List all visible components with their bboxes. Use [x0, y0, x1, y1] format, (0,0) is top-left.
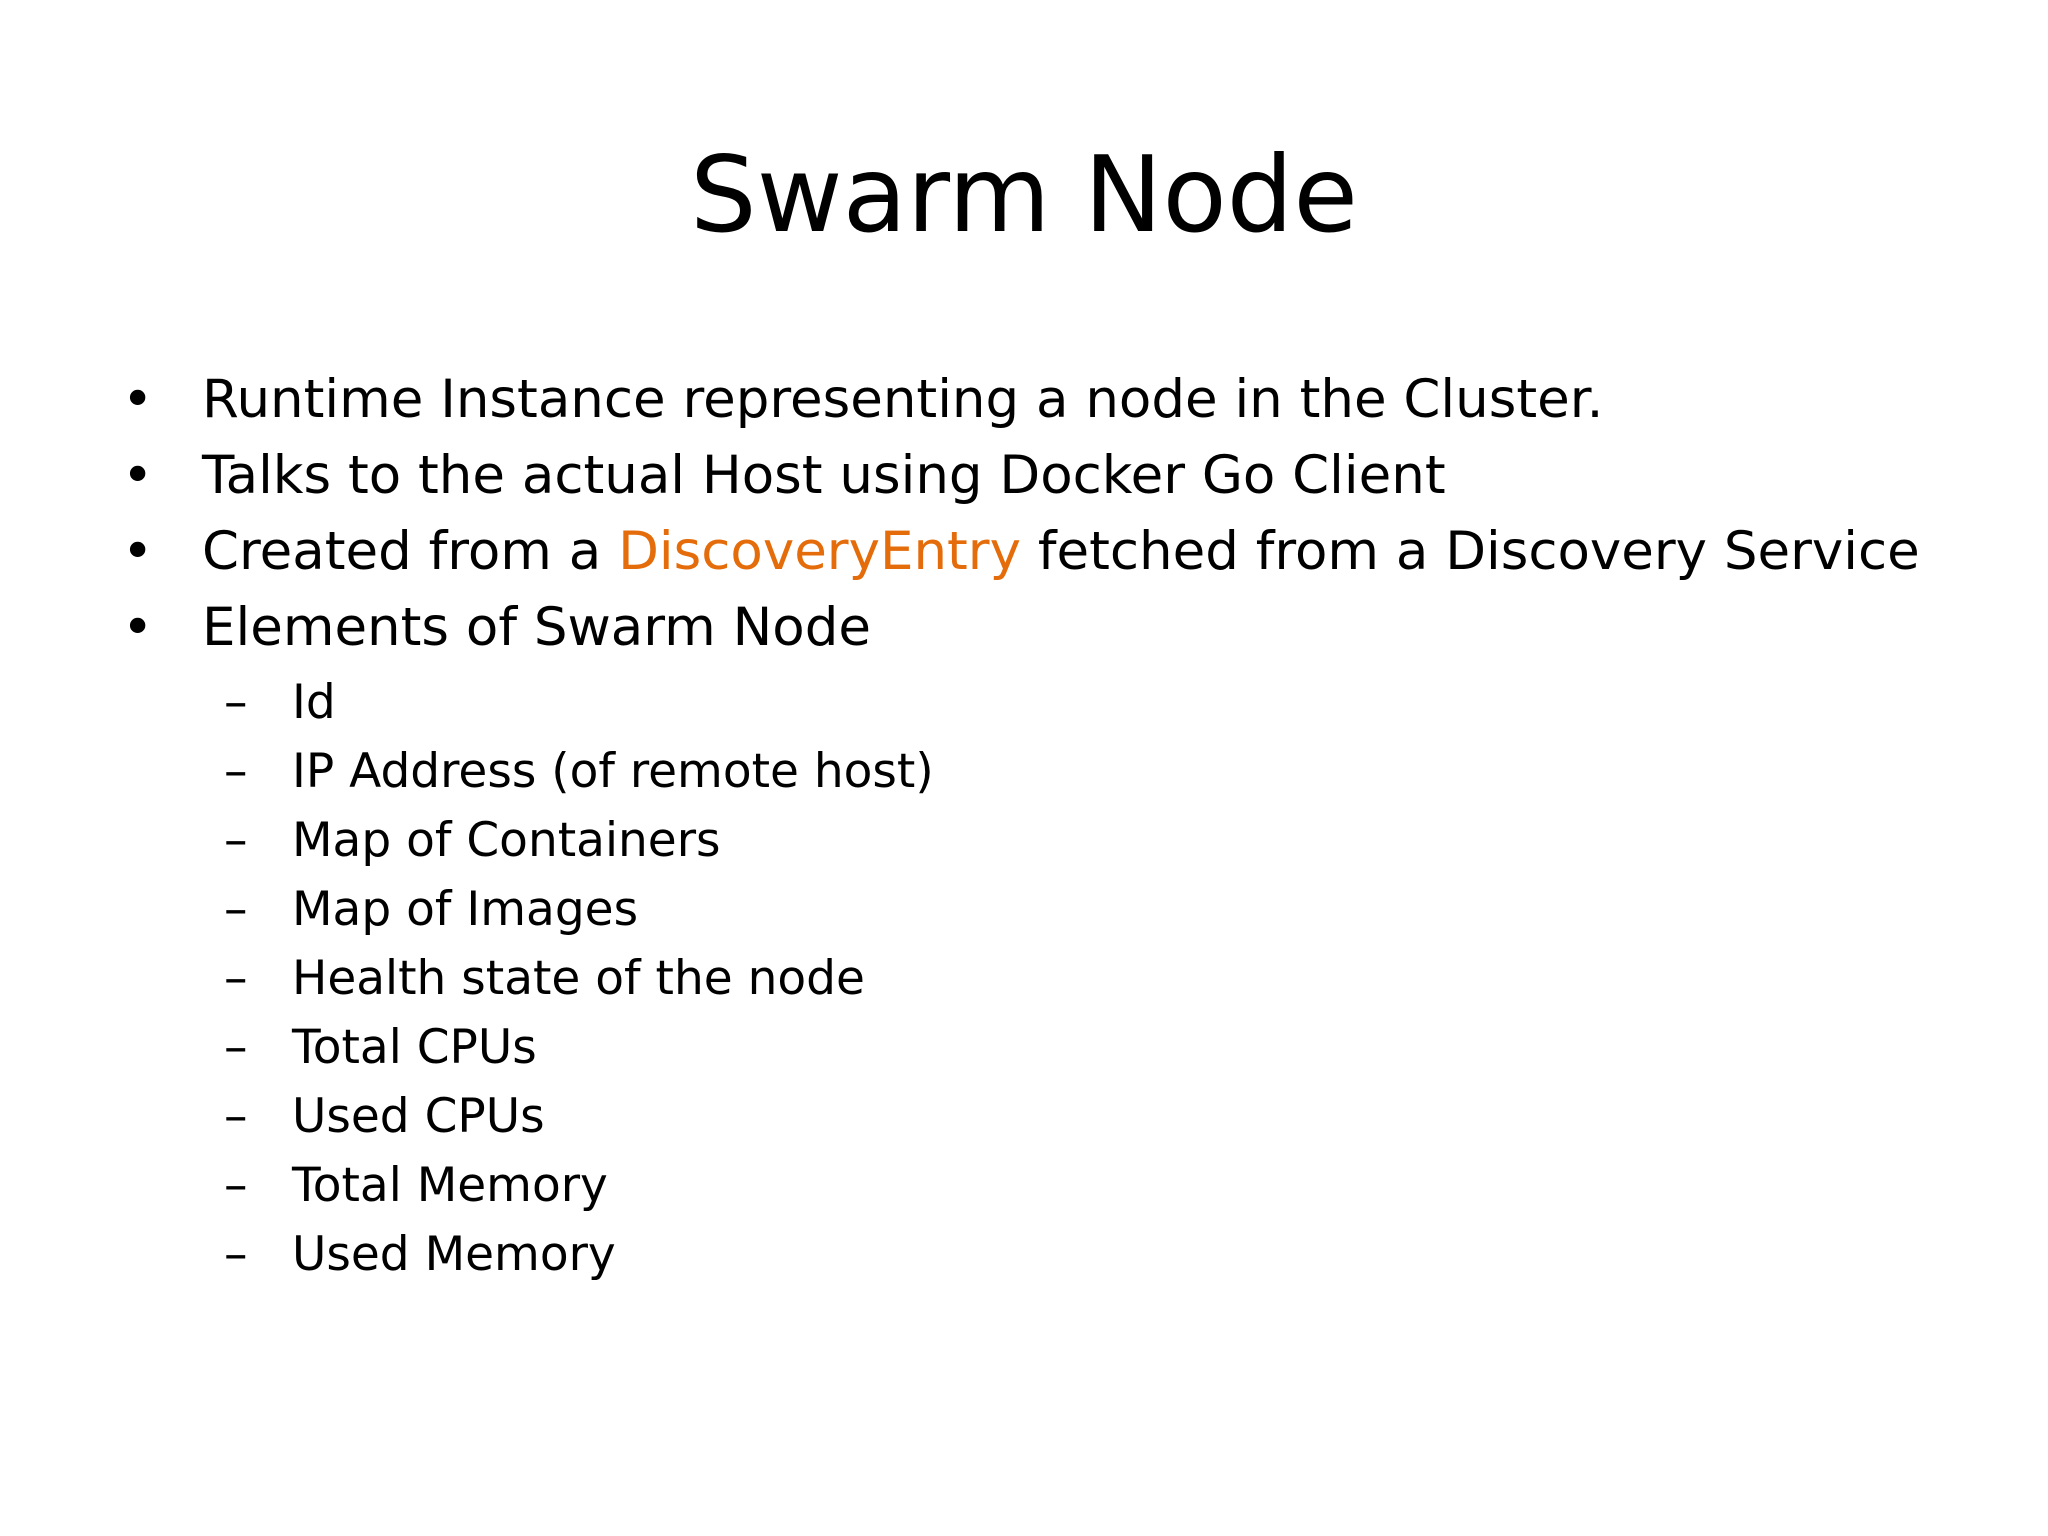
sub-item: –IP Address (of remote host): [224, 737, 2002, 806]
dash-icon: –: [224, 951, 248, 1006]
bullet-text: Talks to the actual Host using Docker Go…: [202, 445, 1446, 506]
sub-item-text: Map of Containers: [292, 813, 721, 868]
dash-icon: –: [224, 1089, 248, 1144]
bullet-dot-icon: •: [122, 597, 154, 658]
dash-icon: –: [224, 1158, 248, 1213]
sub-item: –Total Memory: [224, 1151, 2002, 1220]
sub-item-text: Health state of the node: [292, 951, 865, 1006]
sub-item: –Map of Containers: [224, 806, 2002, 875]
slide-title: Swarm Node: [690, 134, 1358, 256]
sub-item: –Total CPUs: [224, 1013, 2002, 1082]
sub-item: –Used CPUs: [224, 1082, 2002, 1151]
sub-item: –Id: [224, 668, 2002, 737]
dash-icon: –: [224, 813, 248, 868]
sub-item-text: Used Memory: [292, 1227, 616, 1282]
sub-item-text: Total CPUs: [292, 1020, 537, 1075]
bullet-item: • Talks to the actual Host using Docker …: [122, 438, 2002, 514]
bullet-dot-icon: •: [122, 369, 154, 430]
sub-item-text: Map of Images: [292, 882, 639, 937]
sub-item: –Health state of the node: [224, 944, 2002, 1013]
bullet-item: • Runtime Instance representing a node i…: [122, 362, 2002, 438]
bullet-list: • Runtime Instance representing a node i…: [122, 362, 2002, 1289]
bullet-dot-icon: •: [122, 521, 154, 582]
bullet-text: Runtime Instance representing a node in …: [202, 369, 1604, 430]
dash-icon: –: [224, 744, 248, 799]
dash-icon: –: [224, 882, 248, 937]
dash-icon: –: [224, 1020, 248, 1075]
dash-icon: –: [224, 675, 248, 730]
sub-item: –Used Memory: [224, 1220, 2002, 1289]
dash-icon: –: [224, 1227, 248, 1282]
sub-item-text: Id: [292, 675, 336, 730]
bullet-text-after: fetched from a Discovery Service: [1020, 521, 1920, 582]
sub-list-container: –Id –IP Address (of remote host) –Map of…: [122, 668, 2002, 1289]
bullet-text: Elements of Swarm Node: [202, 597, 871, 658]
sub-bullet-list: –Id –IP Address (of remote host) –Map of…: [224, 668, 2002, 1289]
sub-item-text: IP Address (of remote host): [292, 744, 934, 799]
sub-item-text: Used CPUs: [292, 1089, 545, 1144]
bullet-text-before: Created from a: [202, 521, 619, 582]
bullet-dot-icon: •: [122, 445, 154, 506]
highlight-term: DiscoveryEntry: [618, 521, 1021, 582]
sub-item: –Map of Images: [224, 875, 2002, 944]
sub-item-text: Total Memory: [292, 1158, 608, 1213]
bullet-item: • Created from a DiscoveryEntry fetched …: [122, 514, 2002, 590]
bullet-item: • Elements of Swarm Node: [122, 590, 2002, 666]
